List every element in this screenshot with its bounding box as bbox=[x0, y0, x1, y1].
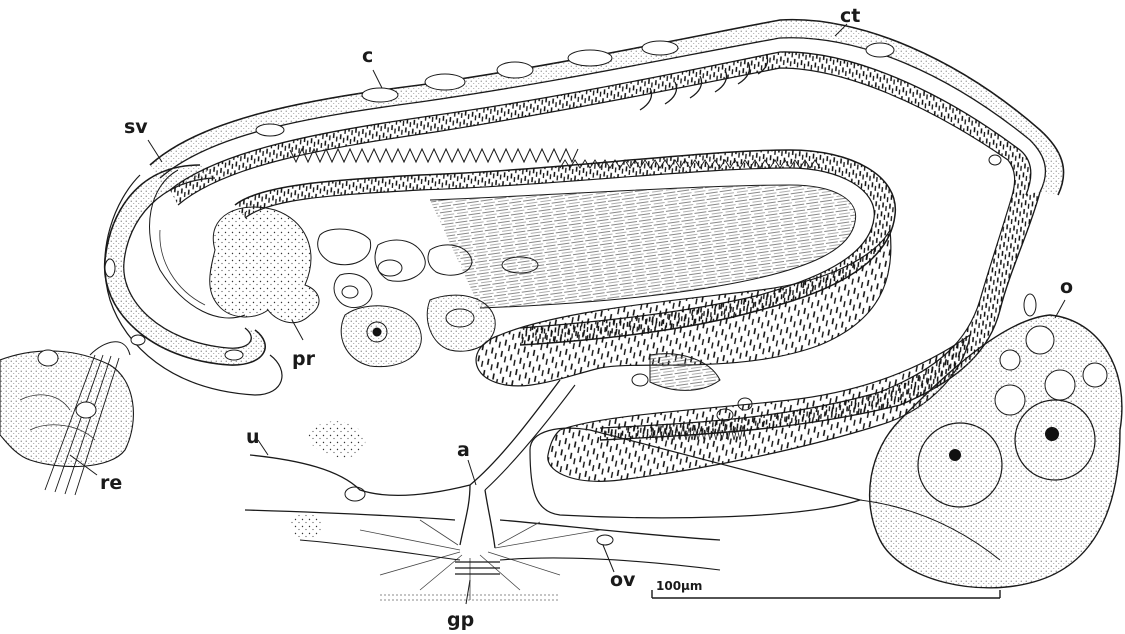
scale-bar-label: 100µm bbox=[656, 579, 702, 593]
label-re: re bbox=[100, 472, 122, 494]
label-o: o bbox=[1060, 276, 1073, 298]
label-c: c bbox=[362, 45, 373, 67]
label-a: a bbox=[457, 439, 470, 461]
scale-bar bbox=[652, 590, 1000, 598]
label-ov: ov bbox=[610, 569, 636, 591]
ovary bbox=[860, 315, 1122, 588]
label-sv: sv bbox=[124, 116, 148, 138]
label-ct: ct bbox=[840, 5, 860, 27]
label-u: u bbox=[246, 426, 260, 448]
label-pr: pr bbox=[292, 348, 316, 370]
prostatic-gland bbox=[210, 207, 319, 323]
label-gp: gp bbox=[447, 609, 474, 631]
